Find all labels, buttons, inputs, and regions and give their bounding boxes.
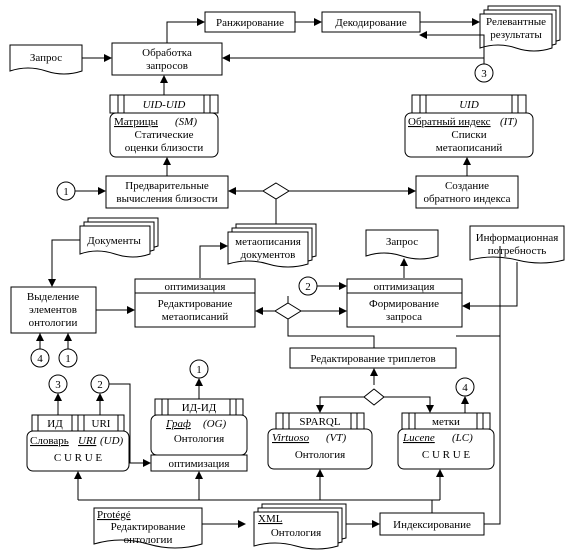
circle-4-lucene: 4 — [462, 382, 468, 394]
vt-label: (VT) — [326, 432, 347, 444]
tags-label: метки — [432, 416, 460, 428]
decoding-label: Декодирование — [335, 17, 407, 29]
id-label: ИД — [47, 418, 63, 430]
query-mid-doc — [365, 229, 439, 260]
circle-3-dict: 3 — [55, 379, 61, 391]
info-need-label-1: Информационная — [476, 232, 559, 244]
inverted-index-label: Обратный индекс — [408, 116, 491, 128]
extract-box — [10, 286, 97, 334]
metadesc-label-2: документов — [241, 249, 296, 261]
form-query-label-2: запроса — [386, 311, 422, 323]
form-query-box — [346, 278, 463, 328]
edit-onto-doc — [93, 507, 203, 549]
lucene-label: Lucene — [402, 432, 435, 444]
sparql-label: SPARQL — [299, 416, 340, 428]
virtuoso-storage — [267, 412, 373, 470]
protege-label: Protégé — [97, 509, 131, 521]
info-need-label-2: потребность — [488, 245, 547, 257]
query-mid-label: Запрос — [386, 236, 418, 248]
dictionary-storage — [26, 414, 130, 472]
lists-label-2: метаописаний — [436, 142, 503, 154]
junction-diamond-mid — [274, 302, 302, 320]
create-index-label-1: Создание — [445, 180, 489, 192]
extract-label-1: Выделение — [27, 291, 79, 303]
query-top-doc — [9, 44, 83, 75]
circle-2-dict: 2 — [97, 379, 103, 391]
ud-label: (UD) — [100, 435, 124, 447]
junction-diamond-top — [262, 182, 290, 200]
circle-4-left: 4 — [37, 353, 43, 365]
documents-label: Документы — [87, 235, 141, 247]
uid-uid-label: UID-UID — [143, 99, 186, 111]
matrices-storage — [109, 94, 219, 158]
processing-label-2: запросов — [146, 60, 188, 72]
edit-onto-label-1: Редактирование — [111, 521, 186, 533]
ranking-label: Ранжирование — [216, 17, 284, 29]
edit-meta-box — [134, 278, 256, 328]
processing-label-1: Обработка — [142, 47, 192, 59]
results-label-2: результаты — [490, 29, 542, 41]
edit-meta-label-2: метаописаний — [162, 311, 229, 323]
edit-onto-label-2: онтологии — [124, 534, 173, 546]
junction-diamond-low — [363, 388, 385, 406]
static-label-1: Статические — [134, 129, 193, 141]
indexing-label: Индексирование — [393, 519, 471, 531]
circle-1-left: 1 — [63, 186, 69, 198]
uid-label: UID — [459, 99, 479, 111]
ontology-g-label: Онтология — [174, 433, 224, 445]
circle-3-top: 3 — [481, 68, 487, 80]
lucene-storage — [397, 412, 495, 470]
dict-label: Словарь — [30, 435, 69, 447]
documents-doc-stack — [79, 217, 159, 258]
graph-label: Граф — [165, 418, 191, 430]
static-label-2: оценки близости — [125, 142, 204, 154]
virtuoso-label: Virtuoso — [272, 432, 310, 444]
ontology-v-label: Онтология — [295, 449, 345, 461]
xml-doc-stack — [253, 503, 347, 550]
ontology-x-label: Онтология — [271, 527, 321, 539]
results-label-1: Релевантные — [486, 16, 546, 28]
og-label: (OG) — [203, 418, 227, 430]
matrices-label: Матрицы — [114, 116, 159, 128]
extract-label-2: элементов — [29, 304, 77, 316]
edit-triplets-label: Редактирование триплетов — [310, 353, 435, 365]
optim1-label: оптимизация — [165, 281, 226, 293]
optim2-label: оптимизация — [374, 281, 435, 293]
optim3-label: оптимизация — [169, 458, 230, 470]
results-doc-stack — [479, 5, 561, 52]
sm-label: (SM) — [175, 116, 197, 128]
it-label: (IT) — [500, 116, 517, 128]
lc-label: (LC) — [452, 432, 473, 444]
info-need-doc — [469, 225, 565, 264]
cure-dict-label: С U R U E — [54, 452, 103, 464]
circle-2-mid: 2 — [305, 281, 311, 293]
create-index-label-2: обратного индекса — [423, 193, 510, 205]
query-top-label: Запрос — [30, 52, 62, 64]
edit-meta-label-1: Редактирование — [158, 298, 233, 310]
precalc-label-1: Предварительные — [125, 180, 209, 192]
metadesc-label-1: метаописания — [235, 236, 301, 248]
form-query-label-1: Формирование — [369, 298, 439, 310]
extract-label-3: онтологии — [29, 317, 78, 329]
xml-label: XML — [258, 513, 283, 525]
metadesc-doc-stack — [227, 223, 317, 268]
dict-uri-label: URI — [78, 435, 98, 447]
uri-label: URI — [92, 418, 111, 430]
lists-label-1: Списки — [451, 129, 486, 141]
circle-1-left-bottom: 1 — [65, 353, 71, 365]
precalc-label-2: вычисления близости — [116, 193, 217, 205]
cure-lucene-label: C U R U E — [422, 449, 471, 461]
inverted-index-storage — [404, 94, 534, 158]
circle-1-graph: 1 — [196, 364, 202, 376]
id-id-label: ИД-ИД — [182, 402, 217, 414]
graph-storage — [150, 398, 248, 472]
